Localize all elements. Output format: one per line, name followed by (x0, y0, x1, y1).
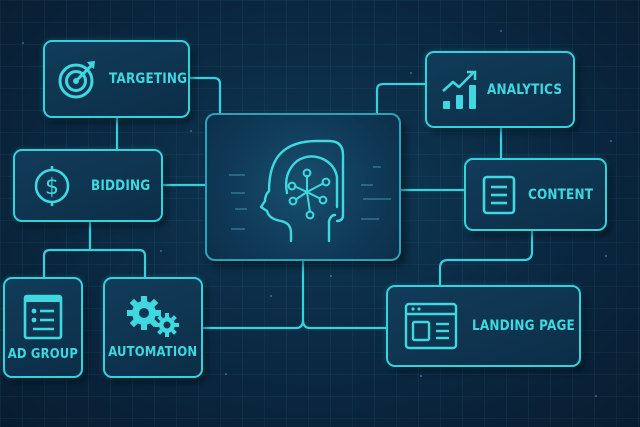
star-dot (605, 255, 607, 257)
ai-brain-head-icon (229, 139, 391, 243)
star-dot (410, 72, 412, 74)
bar-chart-trend-icon (442, 70, 477, 109)
dollar-coin-icon: $ (34, 165, 70, 206)
node-bidding[interactable]: $ BIDDING (13, 149, 163, 222)
node-analytics[interactable]: ANALYTICS (425, 51, 575, 128)
node-content[interactable]: CONTENT (464, 158, 607, 231)
connector-automation-center (202, 261, 305, 330)
star-dot (500, 30, 502, 32)
star-dot (330, 275, 332, 277)
gears-icon (127, 295, 179, 337)
browser-window-icon (404, 302, 458, 350)
star-dot (595, 395, 597, 397)
connector-analytics-center (375, 82, 425, 113)
list-document-icon (23, 294, 63, 339)
node-label-analytics: ANALYTICS (487, 81, 563, 98)
star-dot (190, 130, 192, 132)
star-dot (22, 42, 24, 44)
node-label-landing-page: LANDING PAGE (472, 318, 575, 334)
star-dot (225, 373, 227, 375)
node-label-bidding: BIDDING (91, 177, 151, 194)
connector-targeting-center (189, 76, 222, 113)
star-dot (270, 295, 272, 297)
document-lines-icon (482, 175, 516, 214)
node-label-ad-group: AD GROUP (7, 345, 79, 362)
node-label-targeting: TARGETING (109, 71, 188, 87)
star-dot (420, 375, 422, 377)
star-dot (160, 250, 162, 252)
node-label-content: CONTENT (528, 186, 594, 203)
node-automation[interactable]: AUTOMATION (103, 277, 203, 378)
node-landing-page[interactable]: LANDING PAGE (386, 285, 581, 367)
node-targeting[interactable]: TARGETING (43, 40, 190, 118)
target-arrow-icon (58, 61, 95, 99)
node-ad-group[interactable]: AD GROUP (3, 277, 83, 378)
connector-center-landing (301, 319, 386, 330)
star-dot (610, 140, 612, 142)
connector-bidding-children (42, 220, 147, 277)
connector-content-landing (438, 230, 534, 286)
center-ai-node[interactable] (205, 113, 401, 261)
svg-text:$: $ (45, 175, 59, 200)
node-label-automation: AUTOMATION (108, 343, 198, 360)
